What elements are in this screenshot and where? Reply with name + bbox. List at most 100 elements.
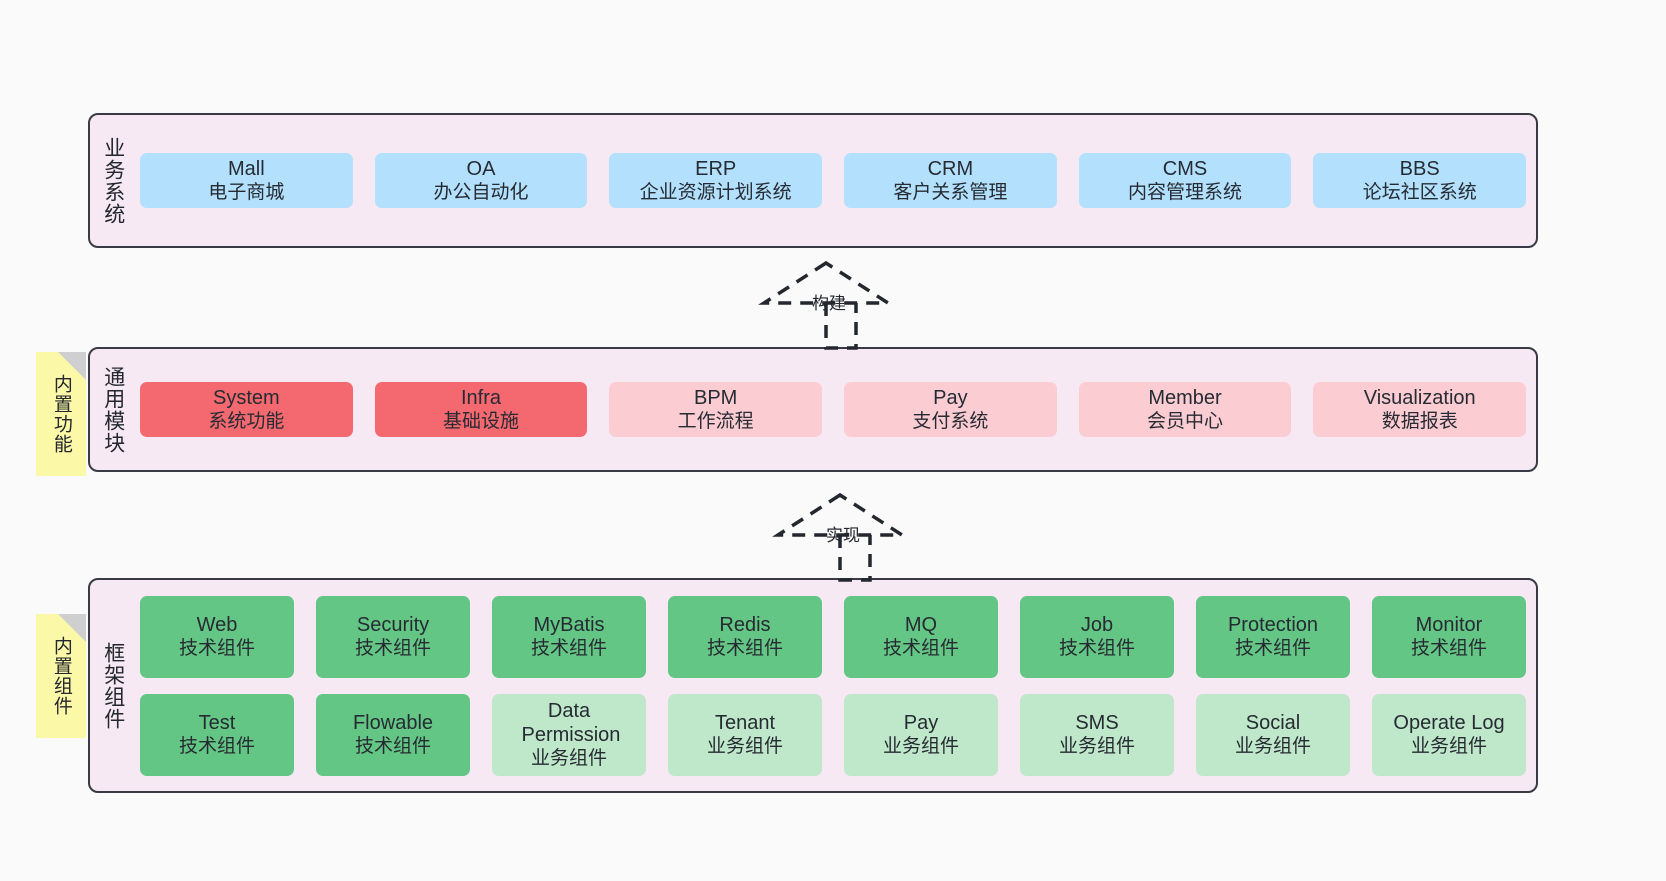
module-subtitle: 客户关系管理	[893, 182, 1008, 204]
connector-label-build: 构建	[812, 294, 846, 313]
connector-build: 构建	[756, 255, 906, 350]
module-card-system[interactable]: System 系统功能	[140, 381, 353, 438]
module-card-flowable[interactable]: Flowable 技术组件	[316, 693, 470, 776]
module-subtitle: 办公自动化	[433, 182, 529, 204]
module-card-crm[interactable]: CRM 客户关系管理	[844, 152, 1057, 209]
module-subtitle: 技术组件	[1058, 638, 1135, 660]
module-card-test[interactable]: Test 技术组件	[140, 693, 294, 776]
sticky-note-builtin-function: 内置功能	[36, 352, 86, 476]
layer-common-modules: 通用模块 System 系统功能 Infra 基础设施 BPM 工作流程 Pay…	[88, 347, 1538, 472]
module-subtitle: 业务组件	[530, 748, 607, 770]
layer-title-business-systems: 业务系统	[101, 136, 125, 225]
module-name: CMS	[1162, 157, 1208, 180]
sticky-note-label: 内置功能	[50, 374, 72, 454]
module-name: Operate Log	[1393, 711, 1505, 734]
module-subtitle: 业务组件	[882, 736, 959, 758]
module-subtitle: 业务组件	[1410, 736, 1487, 758]
module-name: Data Permission	[521, 699, 621, 746]
module-subtitle: 工作流程	[677, 411, 754, 433]
module-subtitle: 技术组件	[1410, 638, 1487, 660]
module-name: OA	[466, 157, 496, 180]
module-card-visualization[interactable]: Visualization 数据报表	[1313, 381, 1527, 438]
module-name: SMS	[1075, 711, 1119, 734]
module-card-data-permission[interactable]: Data Permission 业务组件	[492, 693, 646, 776]
module-card-oa[interactable]: OA 办公自动化	[374, 152, 588, 209]
layer-row: Web 技术组件 Security 技术组件 MyBatis 技术组件 Redi…	[140, 595, 1526, 678]
module-card-job[interactable]: Job 技术组件	[1020, 595, 1174, 678]
module-card-operate-log[interactable]: Operate Log 业务组件	[1372, 693, 1526, 776]
module-subtitle: 技术组件	[1234, 638, 1311, 660]
module-card-member[interactable]: Member 会员中心	[1078, 381, 1292, 438]
module-card-web[interactable]: Web 技术组件	[140, 595, 294, 678]
module-card-erp[interactable]: ERP 企业资源计划系统	[609, 152, 823, 209]
module-subtitle: 技术组件	[706, 638, 783, 660]
module-name: Pay	[933, 386, 968, 409]
module-card-protection[interactable]: Protection 技术组件	[1196, 595, 1350, 678]
module-subtitle: 技术组件	[178, 638, 255, 660]
layer-body-common-modules: System 系统功能 Infra 基础设施 BPM 工作流程 Pay 支付系统…	[136, 349, 1536, 470]
module-card-social[interactable]: Social 业务组件	[1196, 693, 1350, 776]
page-fold-icon	[58, 614, 86, 642]
module-name: Mall	[228, 157, 265, 180]
module-subtitle: 技术组件	[882, 638, 959, 660]
module-name: Flowable	[352, 711, 434, 734]
module-name: Pay	[903, 711, 939, 734]
page-fold-icon	[58, 352, 86, 380]
module-subtitle: 基础设施	[443, 411, 520, 433]
module-subtitle: 技术组件	[178, 736, 255, 758]
module-name: Test	[198, 711, 236, 734]
module-name: CRM	[927, 157, 974, 180]
generalization-arrow-icon	[758, 260, 894, 350]
module-name: ERP	[695, 157, 737, 180]
connector-implement: 实现	[770, 487, 920, 582]
module-subtitle: 技术组件	[354, 736, 431, 758]
module-card-tenant[interactable]: Tenant 业务组件	[668, 693, 822, 776]
module-name: Job	[1080, 613, 1114, 636]
module-subtitle: 数据报表	[1381, 411, 1458, 433]
layer-title-common-modules: 通用模块	[101, 365, 125, 454]
module-name: Social	[1245, 711, 1301, 734]
layer-row: System 系统功能 Infra 基础设施 BPM 工作流程 Pay 支付系统…	[140, 381, 1527, 438]
module-card-bpm[interactable]: BPM 工作流程	[609, 381, 823, 438]
module-name: MQ	[904, 613, 938, 636]
module-name: Tenant	[714, 711, 776, 734]
module-card-mall[interactable]: Mall 电子商城	[140, 152, 353, 209]
layer-row: Mall 电子商城 OA 办公自动化 ERP 企业资源计划系统 CRM 客户关系…	[140, 152, 1527, 209]
connector-label-implement: 实现	[826, 526, 860, 545]
module-name: MyBatis	[533, 613, 605, 636]
module-name: Security	[356, 613, 430, 636]
sticky-note-label: 内置组件	[50, 636, 72, 716]
module-subtitle: 论坛社区系统	[1362, 182, 1477, 204]
module-name: System	[212, 386, 280, 409]
module-name: Protection	[1227, 613, 1319, 636]
sticky-note-builtin-component: 内置组件	[36, 614, 86, 738]
module-card-cms[interactable]: CMS 内容管理系统	[1078, 152, 1292, 209]
module-name: Redis	[719, 613, 771, 636]
module-card-monitor[interactable]: Monitor 技术组件	[1372, 595, 1526, 678]
module-subtitle: 会员中心	[1147, 411, 1224, 433]
module-name: Web	[196, 613, 238, 636]
module-card-sms[interactable]: SMS 业务组件	[1020, 693, 1174, 776]
module-subtitle: 业务组件	[1058, 736, 1135, 758]
layer-framework-components: 框架组件 Web 技术组件 Security 技术组件 MyBatis 技术组件…	[88, 578, 1538, 793]
module-card-mybatis[interactable]: MyBatis 技术组件	[492, 595, 646, 678]
module-subtitle: 电子商城	[208, 182, 285, 204]
layer-body-framework-components: Web 技术组件 Security 技术组件 MyBatis 技术组件 Redi…	[136, 580, 1536, 791]
module-subtitle: 企业资源计划系统	[639, 182, 792, 204]
layer-title-framework-components: 框架组件	[101, 641, 125, 730]
generalization-arrow-icon	[772, 492, 908, 582]
module-card-mq[interactable]: MQ 技术组件	[844, 595, 998, 678]
module-card-pay[interactable]: Pay 支付系统	[844, 381, 1057, 438]
module-subtitle: 业务组件	[706, 736, 783, 758]
module-subtitle: 系统功能	[208, 411, 285, 433]
module-card-bbs[interactable]: BBS 论坛社区系统	[1313, 152, 1527, 209]
module-card-infra[interactable]: Infra 基础设施	[374, 381, 588, 438]
module-subtitle: 业务组件	[1234, 736, 1311, 758]
layer-row: Test 技术组件 Flowable 技术组件 Data Permission …	[140, 693, 1526, 776]
module-name: Visualization	[1363, 386, 1476, 409]
module-card-pay-business[interactable]: Pay 业务组件	[844, 693, 998, 776]
module-subtitle: 内容管理系统	[1128, 182, 1243, 204]
module-card-redis[interactable]: Redis 技术组件	[668, 595, 822, 678]
module-card-security[interactable]: Security 技术组件	[316, 595, 470, 678]
